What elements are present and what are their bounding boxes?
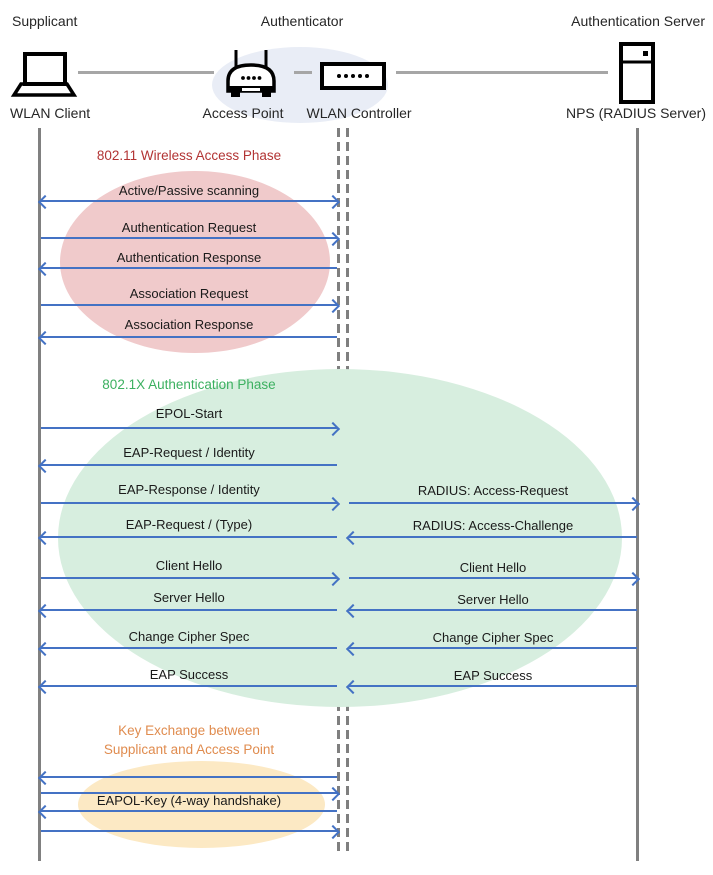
message-label: Authentication Response [116, 250, 262, 265]
message-label: Active/Passive scanning [118, 183, 260, 198]
phase3-title-line1: Key Exchange between [118, 723, 260, 738]
message-label: Association Request [129, 286, 249, 301]
message-arrow [41, 647, 337, 649]
message-arrow [41, 237, 337, 239]
message-label: Server Hello [457, 592, 529, 607]
lifeline-wlan-client [38, 128, 41, 861]
message-label: Authentication Request [121, 220, 257, 235]
device-label-wlan-controller: WLAN Controller [306, 105, 412, 121]
connector-line [396, 71, 608, 74]
message-arrow [41, 830, 337, 832]
message-arrow [349, 536, 637, 538]
message-label: Client Hello [155, 558, 223, 573]
device-label-nps: NPS (RADIUS Server) [565, 105, 706, 121]
message-arrow [41, 502, 337, 504]
message-arrow [41, 267, 337, 269]
server-icon [619, 42, 655, 109]
role-authentication-server: Authentication Server [571, 13, 705, 29]
message-label: EAPOL-Key (4-way handshake) [96, 793, 282, 808]
message-arrow [41, 685, 337, 687]
message-arrow [41, 536, 337, 538]
message-arrow [41, 577, 337, 579]
device-label-access-point: Access Point [202, 105, 284, 121]
message-label: EAP Success [453, 668, 533, 683]
phase2-title: 802.1X Authentication Phase [102, 377, 276, 392]
message-label: EAP Success [149, 667, 229, 682]
message-arrow [349, 685, 637, 687]
message-arrow [41, 810, 337, 812]
message-label: RADIUS: Access-Challenge [412, 518, 574, 533]
message-arrow [41, 427, 337, 429]
device-label-wlan-client: WLAN Client [10, 105, 91, 121]
phase3-title-line2: Supplicant and Access Point [103, 742, 275, 757]
phase3-title: Key Exchange between Supplicant and Acce… [41, 721, 337, 759]
connector-line [294, 71, 312, 74]
message-arrow [349, 609, 637, 611]
message-label: Server Hello [153, 590, 225, 605]
phase1-title: 802.11 Wireless Access Phase [96, 148, 282, 163]
message-arrow [41, 776, 337, 778]
message-label: EAP-Response / Identity [118, 482, 260, 497]
message-label: Change Cipher Spec [432, 630, 554, 645]
role-authenticator: Authenticator [260, 13, 344, 29]
message-arrow [41, 609, 337, 611]
message-arrow [41, 304, 337, 306]
message-label: Change Cipher Spec [128, 629, 250, 644]
connector-line [78, 71, 214, 74]
message-label: EAP-Request / Identity [123, 445, 255, 460]
message-arrow [349, 647, 637, 649]
message-arrow [41, 200, 337, 202]
role-supplicant: Supplicant [12, 13, 78, 29]
message-label: EAP-Request / (Type) [125, 517, 253, 532]
message-label: RADIUS: Access-Request [417, 483, 569, 498]
message-arrow [349, 502, 637, 504]
message-label: Client Hello [459, 560, 527, 575]
phase2-ellipse [58, 369, 622, 707]
laptop-icon [10, 52, 78, 105]
message-label: EPOL-Start [155, 406, 223, 421]
access-point-icon [222, 48, 280, 105]
message-label: Association Response [124, 317, 254, 332]
message-arrow [41, 464, 337, 466]
message-arrow [41, 792, 337, 794]
message-arrow [41, 336, 337, 338]
wlan-controller-icon [320, 62, 386, 95]
message-arrow [349, 577, 637, 579]
lifeline-server [636, 128, 639, 861]
